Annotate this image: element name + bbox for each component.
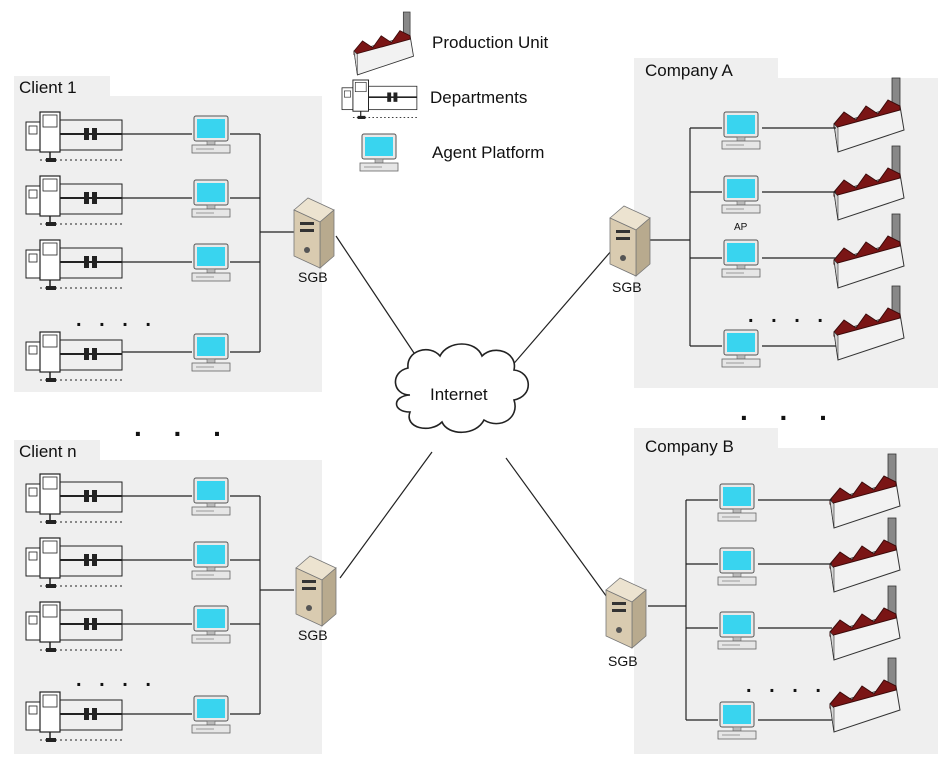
agent-platform-icon [191,333,231,372]
client-n-sgb-server-icon [295,555,337,627]
client-n-title: Client n [19,442,77,461]
ap-label: AP [734,222,748,233]
production-unit-icon [353,11,414,76]
agent-platform-icon [721,111,761,150]
legend-production-unit: Production Unit [432,33,549,52]
client-n-more-departments: . . . . [76,669,157,691]
departments-icon [341,79,418,120]
internet-label: Internet [430,385,488,404]
link-client-1 [335,235,429,375]
agent-platform-icon [717,611,757,650]
client-1-panel [14,96,322,392]
company-b-sgb-label: SGB [608,653,638,669]
client-1-group: Client 1 . . . . [14,76,322,392]
company-b-more-units: . . . . [746,675,827,697]
agent-platform-icon [191,605,231,644]
link-company-a [509,249,613,369]
agent-platform-icon [717,483,757,522]
agent-platform-icon [721,239,761,278]
more-companies-ellipsis: . . . [740,395,839,426]
legend: Production Unit Departments Agent Platfo… [341,11,549,172]
client-1-title: Client 1 [19,78,77,97]
company-a-sgb-server-icon [609,205,651,277]
agent-platform-icon [717,701,757,740]
link-client-n [339,451,433,579]
client-n-sgb-label: SGB [298,627,328,643]
agent-platform-icon [191,695,231,734]
agent-platform-icon [717,547,757,586]
client-n-group: Client n . . . . [14,440,322,754]
cloud-icon [394,343,530,434]
client-1-more-departments: . . . . [76,309,157,331]
agent-platform-icon [359,133,399,172]
company-b-title: Company B [645,437,734,456]
company-a-more-units: . . . . [748,305,829,327]
agent-platform-icon [191,477,231,516]
legend-agent-platform: Agent Platform [432,143,544,162]
company-a-sgb-label: SGB [612,279,642,295]
client-1-sgb-server-icon [293,197,335,269]
client-1-sgb-label: SGB [298,269,328,285]
agent-platform-icon [721,175,761,214]
company-a-group: Company A AP . . . . [634,58,938,388]
agent-platform-icon [721,329,761,368]
company-b-sgb-server-icon [605,577,647,649]
agent-platform-icon [191,115,231,154]
agent-platform-icon [191,541,231,580]
legend-departments: Departments [430,88,527,107]
internet-cloud: Internet [394,343,530,434]
more-clients-ellipsis: . . . [134,411,233,442]
agent-platform-icon [191,179,231,218]
client-n-panel [14,460,322,754]
company-a-title: Company A [645,61,734,80]
agent-platform-icon [191,243,231,282]
company-b-group: Company B . . . . [634,428,938,754]
link-company-b [505,457,613,605]
